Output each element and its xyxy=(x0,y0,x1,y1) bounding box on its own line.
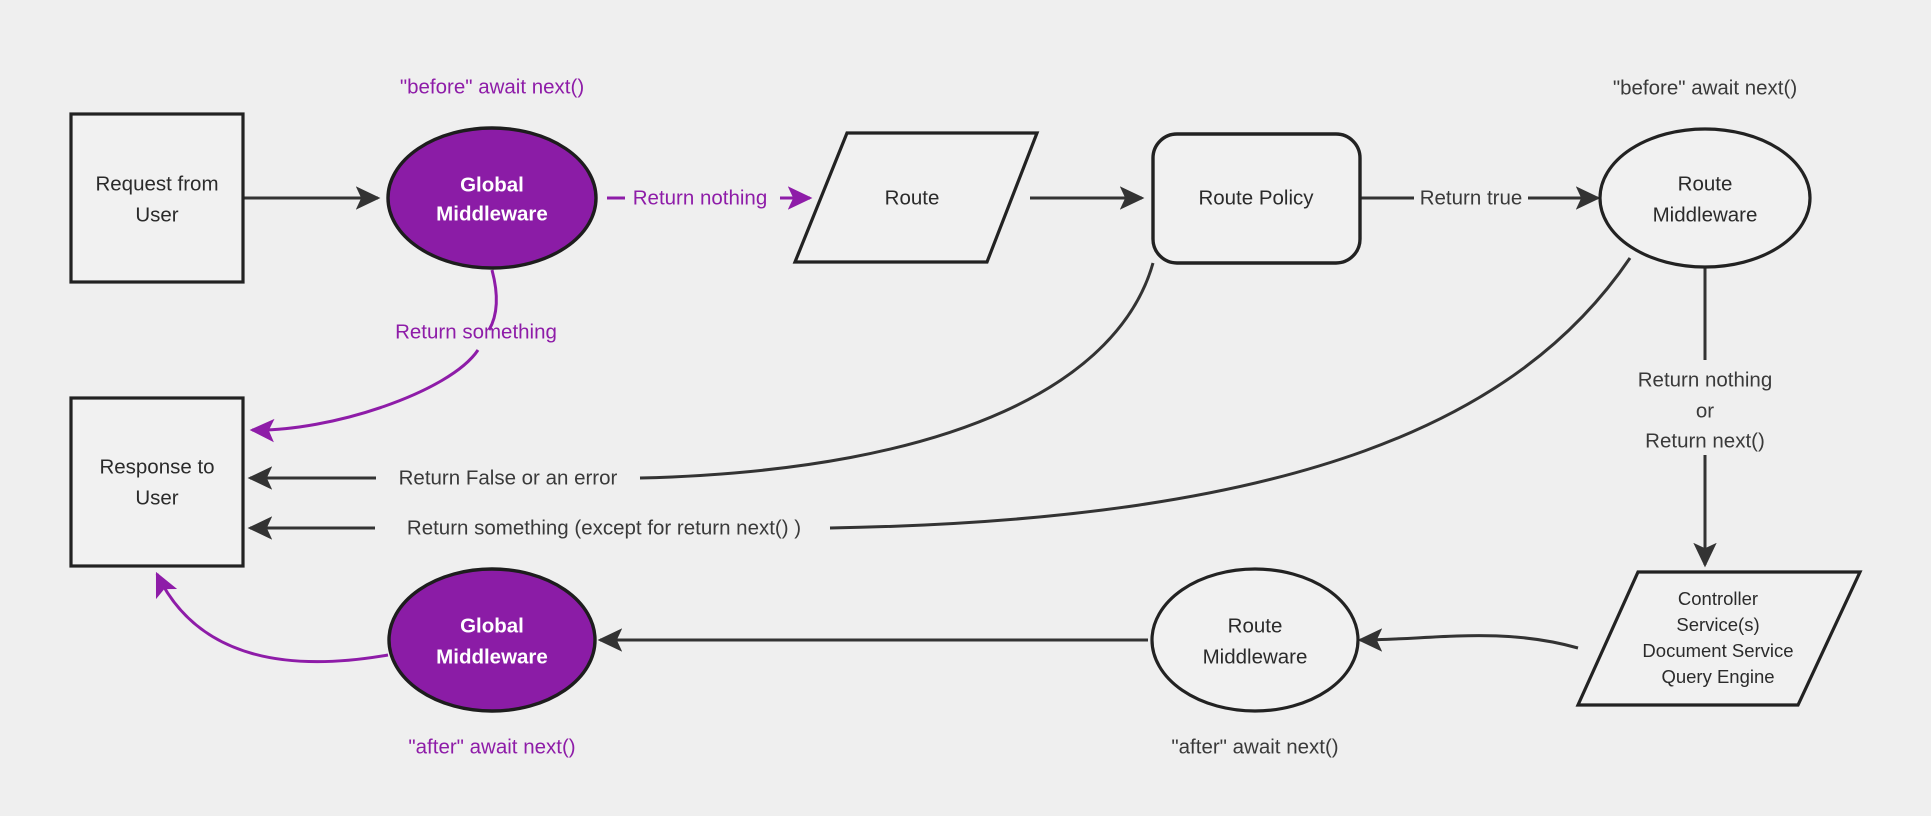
request-from-user-label-line2: User xyxy=(135,203,178,226)
route-middleware-before-label-line2: Middleware xyxy=(1653,203,1758,226)
global-middleware-after-ellipse xyxy=(387,567,597,713)
route-policy-label: Route Policy xyxy=(1198,186,1314,209)
edge-global-middleware-return-something-upper xyxy=(487,269,498,331)
node-route-policy[interactable]: Route Policy xyxy=(1151,132,1362,265)
edge-global-middleware-after-to-response xyxy=(155,571,389,664)
response-to-user-label-line2: User xyxy=(135,486,178,509)
response-to-user-label-line1: Response to xyxy=(99,455,214,478)
route-middleware-after-ellipse xyxy=(1150,567,1360,713)
node-route-middleware-before[interactable]: Route Middleware xyxy=(1598,127,1812,269)
edge-label-return-nothing: Return nothing xyxy=(633,186,767,209)
controller-label-line4: Query Engine xyxy=(1661,666,1774,687)
node-route[interactable]: Route xyxy=(792,131,1040,264)
node-response-to-user[interactable]: Response to User xyxy=(69,396,245,568)
route-middleware-before-ellipse xyxy=(1598,127,1812,269)
edge-route-policy-to-response-curve xyxy=(639,262,1155,480)
global-middleware-before-label-line1: Global xyxy=(460,173,524,196)
response-to-user-box xyxy=(69,396,245,568)
controller-label-line1: Controller xyxy=(1678,588,1758,609)
annotation-before-await-next-global: "before" await next() xyxy=(400,75,584,98)
edge-label-return-something-except-next: Return something (except for return next… xyxy=(407,516,801,539)
controller-parallelogram xyxy=(1575,570,1863,707)
edge-label-return-false-or-error: Return False or an error xyxy=(399,466,618,489)
edge-controller-to-route-middleware-after xyxy=(1357,628,1579,652)
edge-label-return-nothing-or-next-line1: Return nothing xyxy=(1638,368,1772,391)
route-middleware-after-label-line2: Middleware xyxy=(1203,645,1308,668)
request-from-user-label-line1: Request from xyxy=(95,172,218,195)
global-middleware-after-label-line1: Global xyxy=(460,614,524,637)
global-middleware-before-ellipse xyxy=(386,126,598,270)
node-global-middleware-before[interactable]: Global Middleware xyxy=(386,126,598,270)
request-from-user-box xyxy=(69,112,245,284)
controller-label-line2: Service(s) xyxy=(1676,614,1759,635)
annotation-after-await-next-route: "after" await next() xyxy=(1171,735,1338,758)
edge-label-return-nothing-or-next-line2: or xyxy=(1696,399,1714,422)
edge-label-return-something: Return something xyxy=(395,320,557,343)
node-route-middleware-after[interactable]: Route Middleware xyxy=(1150,567,1360,713)
edge-label-return-true: Return true xyxy=(1420,186,1523,209)
route-middleware-before-label-line1: Route xyxy=(1678,172,1733,195)
global-middleware-after-label-line2: Middleware xyxy=(436,645,548,668)
annotation-after-await-next-global: "after" await next() xyxy=(408,735,575,758)
node-global-middleware-after[interactable]: Global Middleware xyxy=(387,567,597,713)
route-label: Route xyxy=(885,186,940,209)
edge-label-return-nothing-or-next-line3: Return next() xyxy=(1645,429,1765,452)
node-controller-services[interactable]: Controller Service(s) Document Service Q… xyxy=(1575,570,1863,707)
route-middleware-after-label-line1: Route xyxy=(1228,614,1283,637)
edge-route-middleware-to-response-curve xyxy=(829,257,1632,530)
global-middleware-before-label-line2: Middleware xyxy=(436,202,548,225)
route-parallelogram xyxy=(792,131,1040,264)
node-request-from-user[interactable]: Request from User xyxy=(69,112,245,284)
route-policy-box xyxy=(1151,132,1362,265)
edge-global-middleware-to-response-return-something xyxy=(249,349,480,443)
controller-label-line3: Document Service xyxy=(1642,640,1793,661)
annotation-before-await-next-route: "before" await next() xyxy=(1613,76,1797,99)
